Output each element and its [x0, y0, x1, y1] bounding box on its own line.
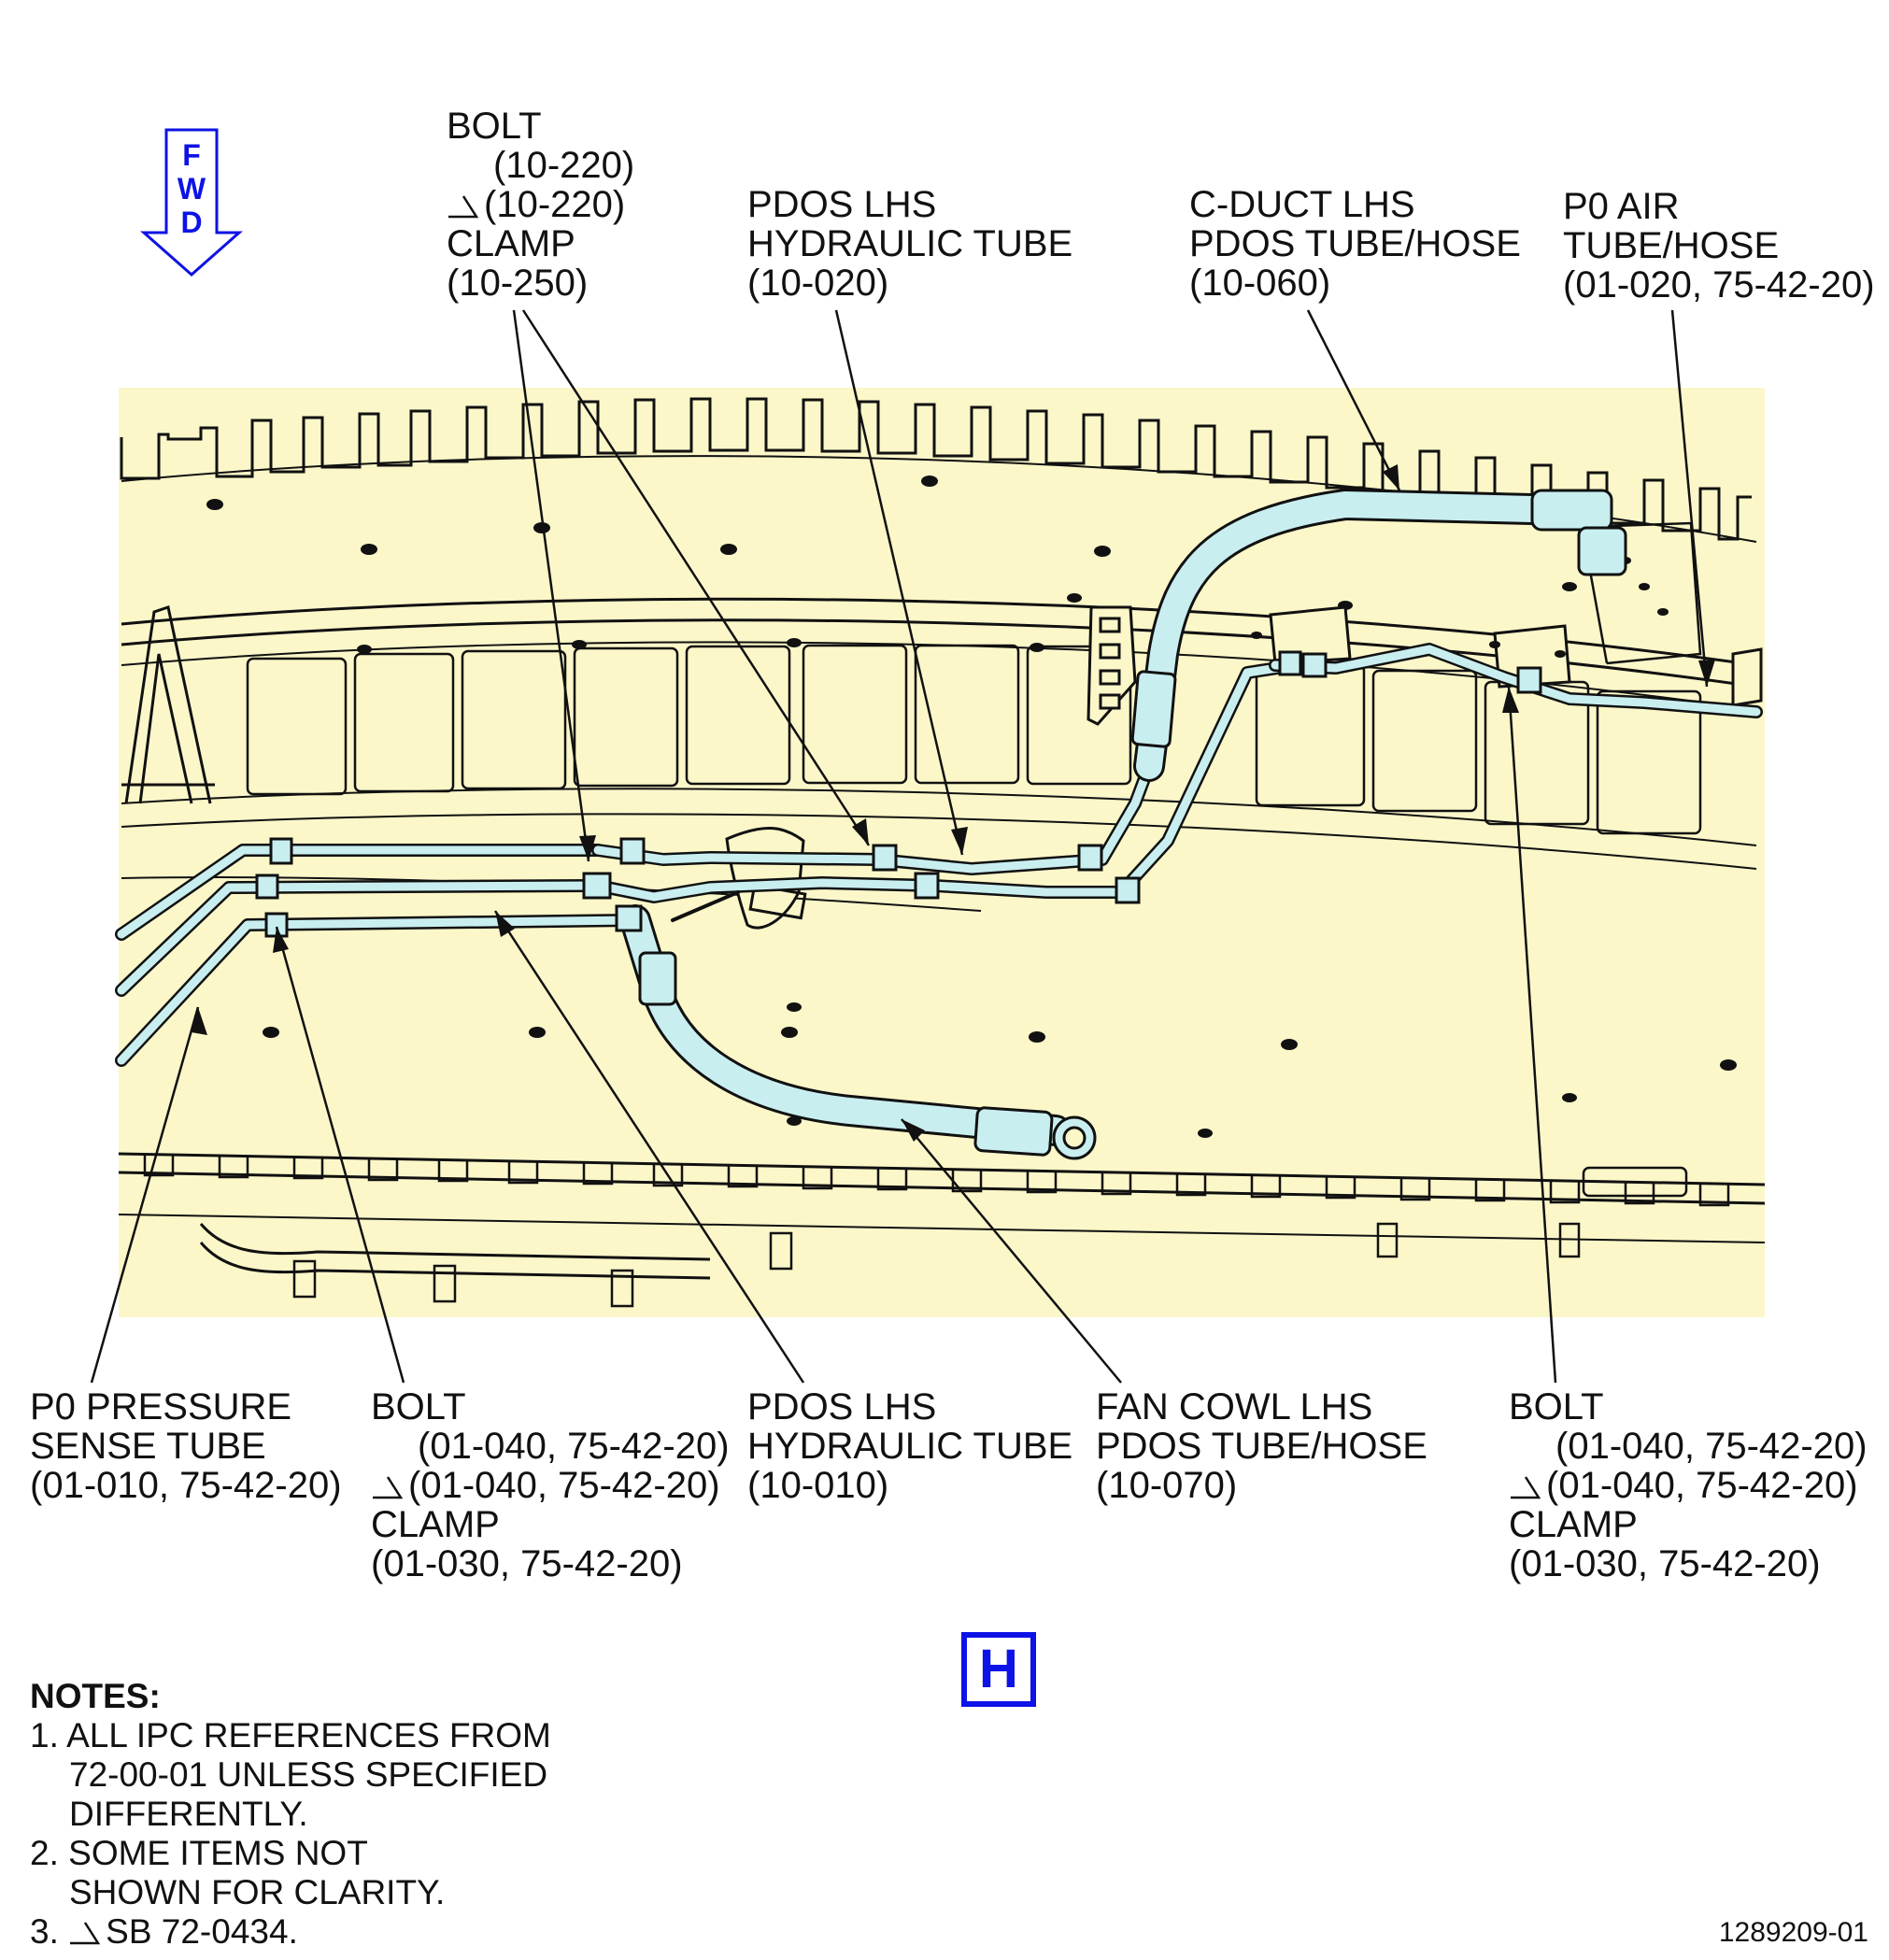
upper-crenellated-edge: [120, 397, 1752, 541]
document-id: 1289209-01: [1718, 1917, 1868, 1948]
note-1: 1. ALL IPC REFERENCES FROM: [30, 1716, 551, 1754]
callout-p0-sense-tube: P0 PRESSURE SENSE TUBE (01-010, 75-42-20…: [30, 1386, 342, 1506]
fwd-letter-d: D: [180, 206, 202, 239]
callout-pdos-hyd-tube-010: PDOS LHS HYDRAULIC TUBE (10-010): [747, 1386, 1073, 1506]
callout-fan-cowl-hose-070: FAN COWL LHS PDOS TUBE/HOSE (10-070): [1096, 1386, 1427, 1506]
notes-heading: NOTES:: [30, 1677, 161, 1715]
arrowheads: [192, 464, 1715, 1142]
lower-teeth: [143, 1155, 1730, 1207]
callout-bolt-clamp-left: BOLT (01-040, 75-42-20) (01-040, 75-42-2…: [371, 1386, 730, 1584]
view-label-box: H: [961, 1632, 1036, 1707]
callout-p0-air-hose: P0 AIR TUBE/HOSE (01-020, 75-42-20): [1563, 186, 1875, 305]
panel-grid: [246, 644, 1702, 835]
note-2: 2. SOME ITEMS NOT: [30, 1834, 368, 1872]
callout-cduct-hose-060: C-DUCT LHS PDOS TUBE/HOSE (10-060): [1189, 184, 1521, 304]
effectivity-triangle-icon: [1511, 1476, 1541, 1499]
fwd-letter-f: F: [182, 138, 201, 172]
tubes: [115, 489, 1763, 1146]
left-bracket: [121, 605, 215, 804]
notes-block: NOTES: 1. ALL IPC REFERENCES FROM 72-00-…: [30, 1677, 551, 1951]
effectivity-triangle-icon: [373, 1476, 403, 1499]
callout-bolt-clamp-right: BOLT (01-040, 75-42-20) (01-040, 75-42-2…: [1509, 1386, 1868, 1584]
effectivity-triangle-icon: [448, 195, 478, 219]
effectivity-triangle-icon: [70, 1922, 101, 1945]
callout-bolt-clamp-top: BOLT (10-220) (10-220) CLAMP (10-250): [447, 106, 635, 304]
note-3: 3. SB 72-0434.: [30, 1912, 298, 1951]
fwd-letter-w: W: [178, 172, 206, 206]
callout-pdos-hyd-tube-020: PDOS LHS HYDRAULIC TUBE (10-020): [747, 184, 1073, 304]
leader-lines: [90, 309, 1709, 1384]
fwd-arrow-icon: F W D: [140, 128, 243, 277]
upper-bracket: [1087, 605, 1137, 726]
